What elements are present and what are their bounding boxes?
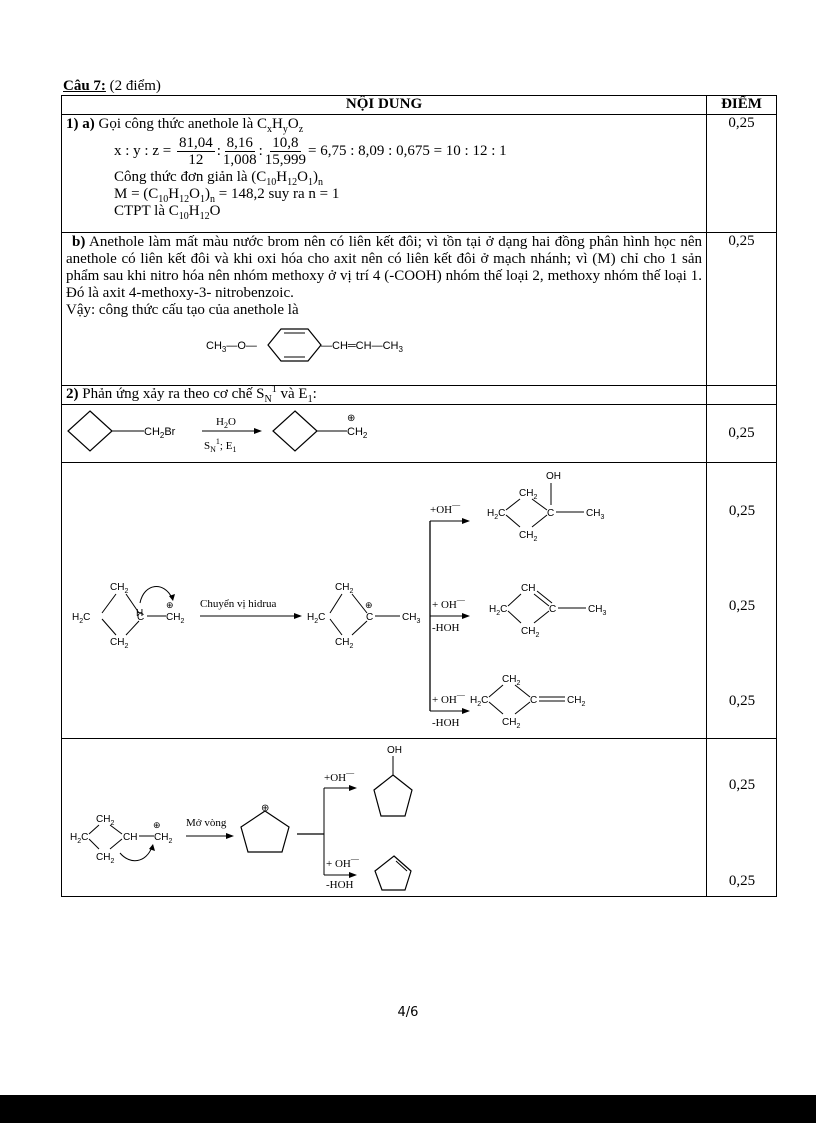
page-number: 4/6: [397, 1005, 419, 1020]
question-title: Câu 7: (2 điểm): [63, 78, 161, 95]
svg-text:Chuyển vị hidrua: Chuyển vị hidrua: [200, 598, 276, 610]
svg-text:⊕: ⊕: [153, 820, 161, 830]
svg-text:CH2: CH2: [502, 717, 520, 730]
svg-text:CH2: CH2: [96, 852, 114, 865]
svg-text:CH3: CH3: [586, 508, 604, 521]
svg-text:CH2Br: CH2Br: [144, 426, 176, 440]
svg-text:CH2: CH2: [110, 582, 128, 595]
svg-text:⊕: ⊕: [365, 600, 373, 610]
part1b-text: Anethole làm mất màu nước brom nên có li…: [66, 234, 702, 301]
svg-text:C: C: [530, 695, 537, 706]
svg-text:H2C: H2C: [487, 508, 505, 521]
svg-text:OH: OH: [387, 745, 402, 756]
svg-text:H: H: [136, 608, 143, 619]
svg-text:H2C: H2C: [72, 612, 90, 625]
svg-text:H2C: H2C: [70, 832, 88, 845]
svg-text:⊕: ⊕: [166, 600, 174, 610]
header-content: NỘI DUNG: [61, 95, 707, 115]
svg-text:H2C: H2C: [307, 612, 325, 625]
svg-text:+OH—: +OH—: [324, 768, 355, 784]
part1a-intro: Gọi công thức anethole là CxHyOz: [98, 116, 304, 135]
svg-text:C: C: [137, 612, 144, 623]
part1b-content: b) Anethole làm mất màu nước brom nên có…: [61, 232, 707, 386]
svg-text:CH2: CH2: [521, 626, 539, 639]
svg-text:CH2: CH2: [567, 695, 585, 708]
reaction1-scheme: CH2Br H2O SN1; E1 ⊕ CH2: [67, 410, 368, 454]
row-reaction1: CH2Br H2O SN1; E1 ⊕ CH2 0,25: [61, 404, 777, 463]
reaction3-content: CH2 H2C CH2 CH ⊕ CH2 Mở vòng ⊕: [61, 738, 707, 897]
reaction3-scheme: CH2 H2C CH2 CH ⊕ CH2 Mở vòng ⊕: [70, 745, 413, 891]
svg-text:CH3—O—: CH3—O—: [206, 340, 257, 354]
answer-table: NỘI DUNG ĐIỂM 1) a) Gọi công thức anetho…: [61, 95, 777, 897]
row-part1a: 1) a) Gọi công thức anethole là CxHyOz x…: [61, 114, 777, 233]
svg-text:CH2: CH2: [335, 637, 353, 650]
svg-text:CH2: CH2: [335, 582, 353, 595]
reaction2-score-1: 0,25: [728, 503, 756, 519]
svg-text:CH: CH: [521, 583, 535, 594]
svg-text:+ OH—: + OH—: [432, 595, 466, 611]
svg-text:C: C: [549, 604, 556, 615]
svg-text:H2C: H2C: [470, 695, 488, 708]
svg-text:H2C: H2C: [489, 604, 507, 617]
question-points: (2 điểm): [105, 78, 161, 94]
svg-text:-HOH: -HOH: [326, 879, 354, 891]
svg-text:⊕: ⊕: [347, 413, 355, 424]
reaction1-content: CH2Br H2O SN1; E1 ⊕ CH2: [61, 404, 707, 463]
header-score: ĐIỂM: [706, 95, 777, 115]
svg-text:CH2: CH2: [110, 637, 128, 650]
molecular-formula: CTPT là C10H12O: [114, 203, 221, 222]
part2-score: [706, 385, 777, 405]
part1a-content: 1) a) Gọi công thức anethole là CxHyOz x…: [61, 114, 707, 233]
svg-text:CH2: CH2: [96, 814, 114, 827]
svg-text:CH2: CH2: [347, 426, 368, 440]
anethole-structure: CH3—O— —CH═CH—CH3: [206, 328, 403, 362]
svg-text:+OH—: +OH—: [430, 500, 461, 516]
svg-text:+ OH—: + OH—: [432, 690, 466, 706]
svg-text:CH2: CH2: [519, 530, 537, 543]
row-reaction3: CH2 H2C CH2 CH ⊕ CH2 Mở vòng ⊕: [61, 738, 777, 897]
reaction1-score: 0,25: [706, 404, 777, 463]
svg-text:OH: OH: [546, 471, 561, 482]
svg-text:-HOH: -HOH: [432, 717, 460, 729]
question-label: Câu 7:: [63, 78, 106, 94]
svg-text:SN1; E1: SN1; E1: [204, 437, 236, 454]
svg-text:CH: CH: [123, 832, 137, 843]
svg-text:CH2: CH2: [166, 612, 184, 625]
row-part1b: b) Anethole làm mất màu nước brom nên có…: [61, 232, 777, 386]
svg-text:C: C: [366, 612, 373, 623]
svg-text:CH2: CH2: [502, 674, 520, 687]
row-part2: 2) Phản ứng xảy ra theo cơ chế SN1 và E1…: [61, 385, 777, 405]
reaction2-scores: 0,25 0,25 0,25: [706, 462, 777, 739]
row-reaction2: CH2 H2C CH2 H C ⊕ CH2 Chuyển vị hidrua: [61, 462, 777, 739]
svg-text:CH2: CH2: [154, 832, 172, 845]
part1a-score: 0,25: [706, 114, 777, 233]
svg-text:CH3: CH3: [588, 604, 606, 617]
part2-intro: 2) Phản ứng xảy ra theo cơ chế SN1 và E1…: [61, 385, 707, 405]
molar-mass: M = (C10H12O1)n = 148,2 suy ra n = 1: [114, 186, 340, 205]
reaction2-content: CH2 H2C CH2 H C ⊕ CH2 Chuyển vị hidrua: [61, 462, 707, 739]
reaction3-score-1: 0,25: [728, 777, 756, 793]
svg-text:CH3: CH3: [402, 612, 420, 625]
svg-text:-HOH: -HOH: [432, 622, 460, 634]
reaction2-score-2: 0,25: [728, 598, 756, 614]
svg-text:Mở vòng: Mở vòng: [186, 817, 227, 829]
svg-text:H2O: H2O: [216, 416, 236, 430]
part1b-score: 0,25: [706, 232, 777, 386]
simple-formula: Công thức đơn giản là (C10H12O1)n: [114, 169, 323, 188]
reaction2-scheme: CH2 H2C CH2 H C ⊕ CH2 Chuyển vị hidrua: [72, 471, 606, 730]
part1b-conclusion: Vậy: công thức cấu tạo của anethole là: [66, 302, 299, 318]
svg-text:+ OH—: + OH—: [326, 854, 360, 870]
svg-text:⊕: ⊕: [261, 803, 269, 814]
svg-text:CH2: CH2: [519, 488, 537, 501]
svg-text:C: C: [547, 508, 554, 519]
scan-border: [0, 1095, 816, 1123]
reaction3-scores: 0,25 0,25: [706, 738, 777, 897]
reaction3-score-2: 0,25: [728, 873, 756, 889]
reaction2-score-3: 0,25: [728, 693, 756, 709]
svg-text:—CH═CH—CH3: —CH═CH—CH3: [321, 340, 403, 354]
